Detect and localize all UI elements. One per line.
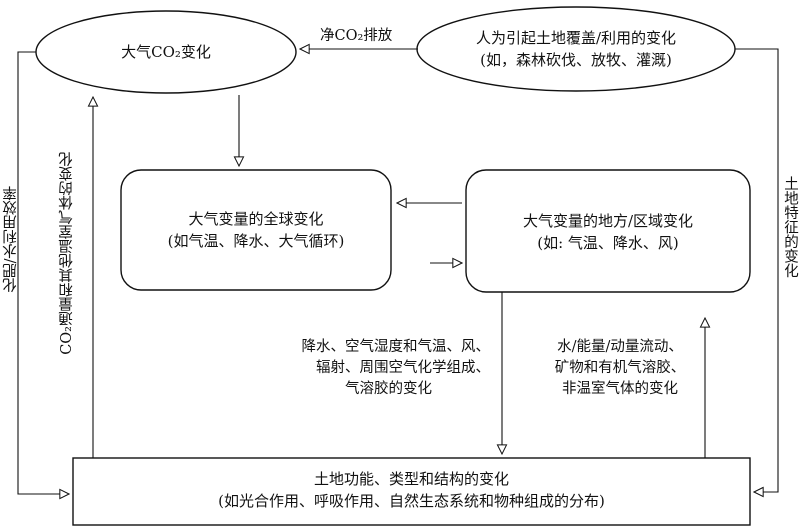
- co2-flux-label: CO₂通量和其他温室气体的变化: [59, 152, 75, 355]
- land-function-box: [72, 457, 751, 526]
- precip-line3: 气溶胶的变化: [345, 381, 432, 397]
- water-line3: 非温室气体的变化: [562, 381, 678, 397]
- fertilizer-arrow: [17, 51, 69, 494]
- precip-line2: 辐射、周围空气化学组成、: [316, 360, 490, 376]
- land-function-label: 土地功能、类型和结构的变化 (如光合作用、呼吸作用、自然生态系统和物种组成的分布…: [73, 468, 750, 512]
- human-land-label: 人为引起土地覆盖/利用的变化 (如，森林砍伐、放牧、灌溉): [420, 27, 732, 71]
- land-features-label: 土地特征的变化: [782, 176, 798, 278]
- precip-label: 降水、空气湿度和气温、风、 辐射、周围空气化学组成、 气溶胶的变化: [272, 337, 491, 400]
- regional-change-label: 大气变量的地方/区域变化 (如: 气温、降水、风): [466, 210, 750, 254]
- water-line2: 矿物和有机气溶胶、: [554, 360, 686, 376]
- global-change-label: 大气变量的全球变化 (如气温、降水、大气循环): [121, 208, 391, 252]
- net-co2-label: 净CO₂排放: [320, 28, 393, 44]
- co2-change-label: 大气CO₂变化: [121, 43, 211, 61]
- water-line1: 水/能量/动量流动、: [557, 339, 683, 355]
- fertilizer-label: 化肥/水利用效率: [3, 186, 19, 293]
- global-change-line1: 大气变量的全球变化: [188, 210, 324, 228]
- regional-change-line1: 大气变量的地方/区域变化: [522, 212, 694, 230]
- regional-change-box: [465, 169, 751, 293]
- global-change-box: [120, 169, 392, 291]
- global-change-line2: (如气温、降水、大气循环): [167, 232, 345, 250]
- land-features-arrow: [735, 48, 779, 492]
- regional-change-line2: (如: 气温、降水、风): [537, 234, 679, 252]
- land-function-line1: 土地功能、类型和结构的变化: [313, 470, 509, 488]
- land-function-line2: (如光合作用、呼吸作用、自然生态系统和物种组成的分布): [218, 492, 605, 510]
- human-land-line1: 人为引起土地覆盖/利用的变化: [475, 29, 677, 47]
- human-land-line2: (如，森林砍伐、放牧、灌溉): [480, 51, 672, 69]
- precip-line1: 降水、空气湿度和气温、风、: [301, 339, 491, 355]
- water-label: 水/能量/动量流动、 矿物和有机气溶胶、 非温室气体的变化: [540, 337, 700, 400]
